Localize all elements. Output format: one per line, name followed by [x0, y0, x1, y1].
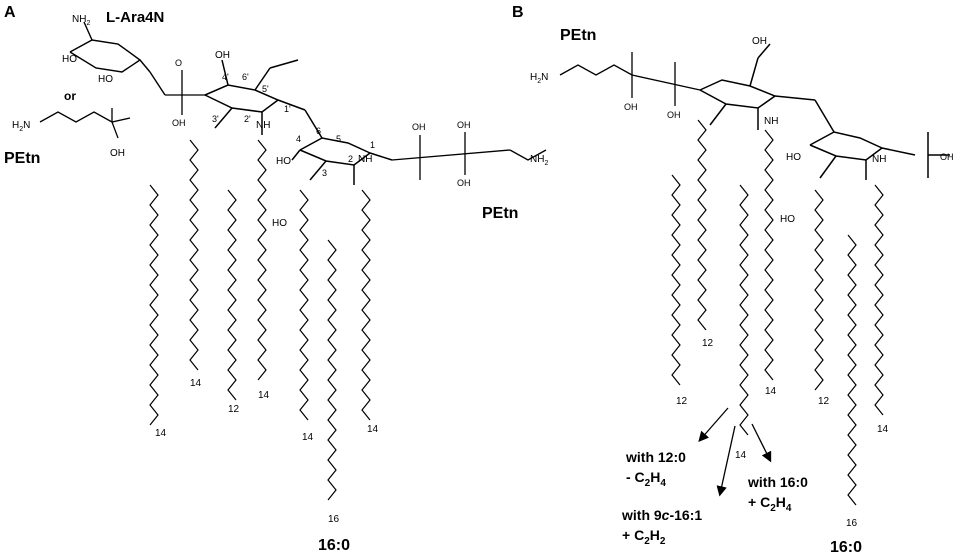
- annot-12-line2: - C2H4: [626, 469, 666, 489]
- petn-b-label: PEtn: [560, 27, 596, 44]
- p-b-oh1: OH: [624, 102, 638, 112]
- chain-a-2: [149, 184, 159, 426]
- chain-b-5: [814, 189, 824, 391]
- chain-label-a-6: 14: [367, 424, 379, 435]
- ring-label-3: 3: [322, 168, 327, 178]
- petn-left-chain: [39, 108, 131, 139]
- acyl-label-b: 16:0: [830, 539, 862, 556]
- ho-mid: HO: [272, 218, 287, 229]
- panel-b: B PEtn H2N OH OH OH NH: [512, 4, 954, 556]
- petn-b-chain: [559, 52, 701, 106]
- chain-a-3: [227, 189, 237, 401]
- p-right-oh1: OH: [412, 122, 426, 132]
- chain-label-b-3: 14: [765, 386, 777, 397]
- ara4n-ho-1: HO: [62, 54, 77, 65]
- panel-a-letter: A: [4, 4, 16, 21]
- chain-label-b-1: 12: [702, 338, 714, 349]
- chain-b-1: [697, 119, 707, 331]
- annot-16-line2: + C2H4: [748, 494, 792, 514]
- acyl-chains-a: [149, 139, 371, 501]
- chain-b-6: [874, 184, 884, 416]
- ring-label-6prime: 6': [242, 72, 249, 82]
- ara4n-title: L-Ara4N: [106, 9, 164, 26]
- nh-proximal: NH: [358, 154, 372, 165]
- nh-distal: NH: [256, 120, 270, 131]
- acyl-label-a: 16:0: [318, 537, 350, 554]
- glcn-oh-top: OH: [215, 50, 230, 61]
- chain-a-1: [189, 139, 199, 371]
- ring-label-4prime: 4': [222, 72, 229, 82]
- panel-a: A NH2 HO HO L-Ara4N or H2N OH PEtn O OH: [4, 4, 548, 554]
- arrow-16-0: [751, 423, 772, 463]
- chain-label-b-4: 12: [818, 396, 830, 407]
- chain-label-a-5: 14: [302, 432, 314, 443]
- petn-left-h2n: H2N: [12, 120, 30, 133]
- panel-b-letter: B: [512, 4, 524, 21]
- ho-left: HO: [276, 156, 291, 167]
- p-4prime-oh: O: [175, 58, 182, 68]
- proximal-glcn-ring: [291, 109, 393, 185]
- ring-label-1: 1: [370, 140, 375, 150]
- p-b-oh2: OH: [667, 110, 681, 120]
- ring-label-2prime: 2': [244, 114, 251, 124]
- chain-label-a-2: 14: [155, 428, 167, 439]
- petn-right-label: PEtn: [482, 205, 518, 222]
- ho2-b: HO: [780, 214, 795, 225]
- chain-label-a-7: 16: [328, 514, 340, 525]
- chain-a-7: [327, 239, 337, 501]
- chain-a-5: [299, 189, 309, 421]
- ho-b: HO: [786, 152, 801, 163]
- pyrophosphate-right: [391, 132, 547, 180]
- distal-glcn-ring-b: [699, 43, 816, 130]
- ring-label-1prime: 1': [284, 104, 291, 114]
- chain-b-3: [764, 129, 774, 381]
- chain-label-a-1: 14: [190, 378, 202, 389]
- p-right-oh3: OH: [457, 178, 471, 188]
- annot-12-line1: with 12:0: [625, 449, 686, 465]
- oh-top-b: OH: [752, 36, 767, 47]
- acyl-chains-b: [671, 119, 884, 506]
- ara4n-nh2-label: NH2: [72, 14, 90, 27]
- chain-label-a-3: 12: [228, 404, 240, 415]
- chain-label-b-6: 14: [877, 424, 889, 435]
- petn-left-oh: OH: [110, 148, 125, 159]
- phosphate-4prime: [165, 70, 205, 115]
- chain-label-a-4: 14: [258, 390, 270, 401]
- nh-distal-b: NH: [764, 116, 778, 127]
- p-4prime-oh2: OH: [172, 118, 186, 128]
- annot-9c-line1: with 9c-16:1: [621, 507, 702, 523]
- proximal-glcn-ring-b: [809, 99, 950, 180]
- nh-proximal-b: NH: [872, 154, 886, 165]
- chain-label-b-5: 14: [735, 450, 747, 461]
- petn-left-label: PEtn: [4, 150, 40, 167]
- chain-b-4: [739, 184, 749, 436]
- distal-glcn-ring: [204, 59, 306, 135]
- ring-label-4: 4: [296, 134, 301, 144]
- ring-label-2: 2: [348, 154, 353, 164]
- chain-a-6: [361, 189, 371, 421]
- petn-b-h2n: H2N: [530, 72, 548, 85]
- ring-label-5: 5: [336, 134, 341, 144]
- ring-label-6: 6: [316, 126, 321, 136]
- annot-9c-line2: + C2H2: [622, 527, 666, 547]
- ring-label-3prime: 3': [212, 114, 219, 124]
- p-right-oh2: OH: [457, 120, 471, 130]
- p-b-oh3: OH: [940, 152, 954, 162]
- ring-label-5prime: 5': [262, 84, 269, 94]
- ara4n-ho-2: HO: [98, 74, 113, 85]
- chain-b-7: [847, 234, 857, 506]
- arrow-9c-16-1: [716, 425, 736, 497]
- chain-label-b-7: 16: [846, 518, 858, 529]
- ara4n-sugar: [69, 21, 166, 96]
- chain-label-b-2: 12: [676, 396, 688, 407]
- or-label: or: [64, 89, 76, 103]
- petn-right-nh2: NH2: [530, 154, 548, 167]
- arrow-12-0: [698, 407, 729, 442]
- annot-16-line1: with 16:0: [747, 474, 808, 490]
- chain-b-2: [671, 174, 681, 386]
- chain-a-4: [257, 139, 267, 381]
